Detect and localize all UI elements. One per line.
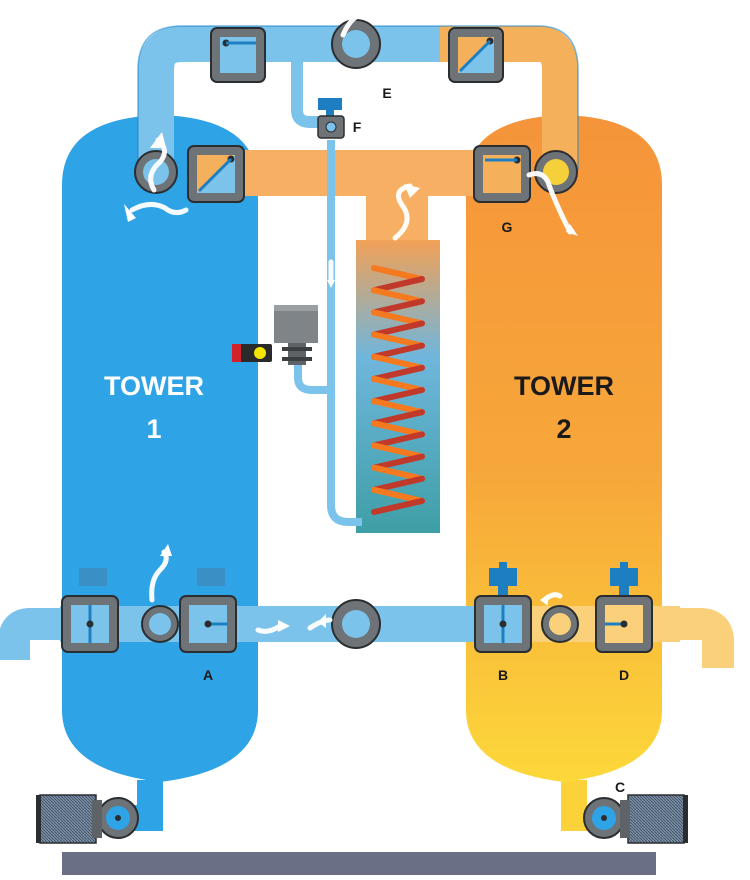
solenoid-actuator (232, 305, 318, 365)
heater-coil-segment (371, 276, 425, 294)
label-e: E (382, 85, 391, 101)
filter-icon-right (620, 794, 688, 844)
tower-1-number: 1 (146, 414, 161, 444)
heater-coil-segment (371, 287, 425, 305)
bleed-pipe (291, 60, 330, 128)
valve-top-right[interactable] (448, 27, 504, 83)
heater-coil-segment (371, 398, 425, 416)
check-valve-bottom-center[interactable] (331, 599, 381, 649)
heater-coil-icon (371, 265, 425, 515)
heater-coil-segment (371, 265, 425, 283)
solenoid-branch-pipe (294, 362, 328, 394)
drain-valve-c[interactable] (583, 797, 625, 839)
valve-actuators (79, 98, 638, 606)
heater-coil-segment (371, 475, 425, 493)
label-c: C (615, 779, 625, 795)
label-b: B (498, 667, 508, 683)
valve-a[interactable] (179, 595, 237, 653)
inlet-pipe-left (0, 608, 70, 660)
tower-1-title: TOWER (104, 371, 204, 401)
label-a: A (203, 667, 213, 683)
valve-d[interactable] (595, 595, 653, 653)
heater-coil-segment (371, 364, 425, 382)
outlet-pipe-right (670, 608, 734, 668)
heater-coil-segment (371, 298, 425, 316)
flow-arrowheads (124, 0, 742, 692)
top-loop-pipe-left (138, 26, 470, 172)
heater-coil-segment (371, 453, 425, 471)
valve-bottom-left[interactable] (61, 595, 119, 653)
tower-2-number: 2 (556, 414, 571, 444)
check-valve-bottom-left[interactable] (141, 605, 179, 643)
heater-coil-segment (371, 409, 425, 427)
label-d: D (619, 667, 629, 683)
heater-coil-segment (371, 353, 425, 371)
check-valve-e[interactable] (331, 19, 381, 69)
heater-coil-segment (371, 442, 425, 460)
purge-line (327, 140, 362, 526)
heater-coil-segment (371, 320, 425, 338)
valve-top-left[interactable] (210, 27, 266, 83)
heater-coil-segment (371, 375, 425, 393)
valve-f[interactable] (317, 115, 345, 139)
check-valve-bottom-right[interactable] (541, 605, 579, 643)
heater-coil-segment (371, 431, 425, 449)
heater-coil-segment (371, 342, 425, 360)
drain-valve-tower1[interactable] (97, 797, 139, 839)
heater-coil-segment (371, 387, 425, 405)
heater-coil-segment (371, 331, 425, 349)
heater-coil-segment (371, 309, 425, 327)
heater-coil-segment (371, 420, 425, 438)
base-platform (62, 852, 656, 875)
valve-cross-left[interactable] (187, 145, 245, 203)
filter-icon (36, 794, 102, 844)
valve-g[interactable] (473, 145, 531, 203)
heater-coil-segment (371, 464, 425, 482)
heater-coil-segment (371, 497, 425, 515)
tower-2-title: TOWER (514, 371, 614, 401)
check-valve-tower1-top[interactable] (134, 150, 178, 194)
label-f: F (353, 119, 362, 135)
valve-b[interactable] (474, 595, 532, 653)
top-loop-pipe-right (440, 26, 578, 170)
heater-coil-segment (371, 486, 425, 504)
label-g: G (502, 219, 513, 235)
tower-1-vessel (62, 115, 258, 782)
